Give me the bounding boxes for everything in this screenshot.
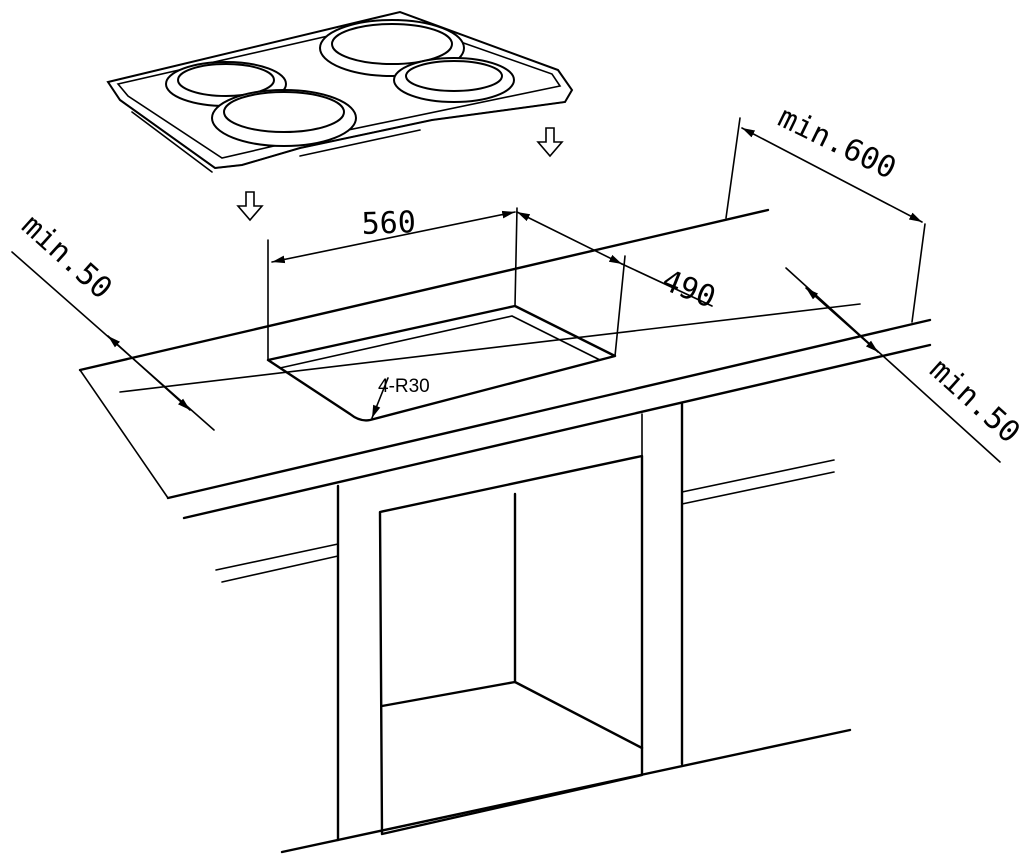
- dim-min-right: min.50: [923, 352, 1027, 451]
- hotplate-front-left: [211, 89, 357, 147]
- cabinet: [215, 402, 852, 854]
- down-arrow-icon: [536, 127, 564, 158]
- cutout: [266, 207, 626, 422]
- hotplate-front-right: [393, 57, 515, 103]
- worktop: [78, 208, 932, 520]
- hotplate-back-left: [165, 61, 287, 107]
- dim-min-back: min.600: [772, 100, 901, 187]
- dim-cutout-depth: 490: [657, 263, 720, 316]
- dim-corner-radius: 4-R30: [378, 376, 430, 397]
- dim-min-left: min.50: [15, 208, 119, 307]
- down-arrow-icon: [236, 191, 264, 222]
- hob-icon: [106, 10, 574, 173]
- dim-cutout-width: 560: [361, 205, 416, 242]
- hotplate-back-right: [319, 19, 465, 77]
